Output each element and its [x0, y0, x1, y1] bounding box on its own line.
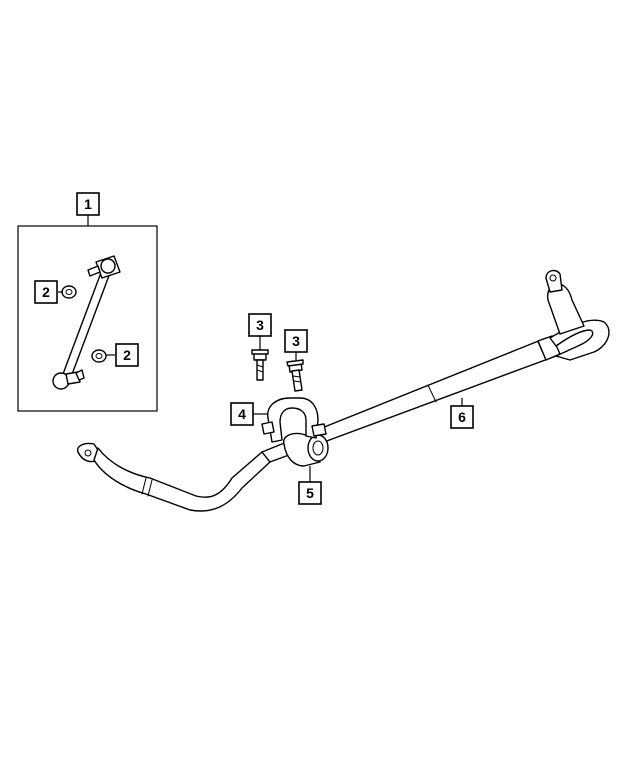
stabilizer-link	[52, 255, 121, 390]
bushing-bolt-left	[251, 349, 269, 381]
callout-4: 4	[230, 402, 254, 426]
bushing-bolt-right	[286, 359, 304, 392]
callout-6: 6	[450, 405, 474, 429]
callout-3-right: 3	[284, 329, 308, 353]
stabilizer-bushing	[283, 432, 329, 467]
callout-1-label: 1	[84, 196, 92, 212]
callout-2-lower: 2	[115, 343, 139, 367]
callout-5-label: 5	[306, 485, 314, 501]
callout-2-upper: 2	[34, 280, 58, 304]
callout-3-left: 3	[248, 313, 272, 337]
callout-2-upper-label: 2	[42, 284, 50, 300]
callout-6-label: 6	[458, 409, 466, 425]
callout-1: 1	[76, 192, 100, 216]
bushing-retainer	[261, 397, 327, 443]
callout-2-lower-label: 2	[123, 347, 131, 363]
callout-3-right-label: 3	[292, 333, 300, 349]
link-nut-upper	[61, 285, 77, 299]
link-nut-lower	[91, 349, 107, 363]
callout-4-label: 4	[238, 406, 246, 422]
callout-5: 5	[298, 481, 322, 505]
stabilizer-bar	[77, 269, 610, 512]
callout-3-left-label: 3	[256, 317, 264, 333]
